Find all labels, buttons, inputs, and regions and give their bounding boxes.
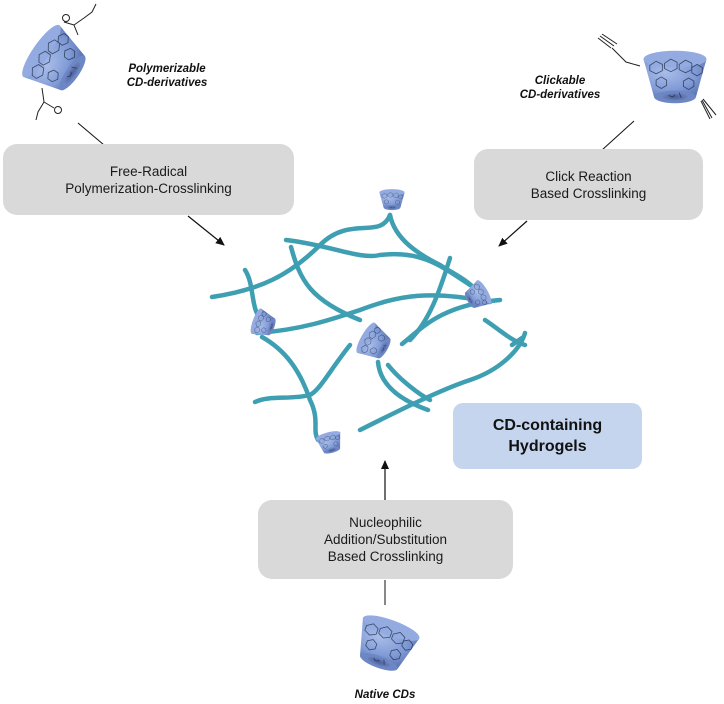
box-line: CD-containing [492, 417, 603, 434]
box-line: Click Reaction [545, 168, 632, 184]
box-line: Nucleophilic [349, 515, 422, 530]
product-box-hydrogels: CD-containing Hydrogels [453, 403, 642, 469]
precursor-label-polymerizable: Polymerizable CD-derivatives [112, 62, 222, 90]
label-line: Clickable [534, 75, 586, 87]
precursor-label-clickable: Clickable CD-derivatives [510, 74, 610, 102]
box-line: Addition/Substitution [323, 532, 448, 547]
arrow-free-radical [187, 215, 225, 246]
method-box-free-radical: Free-Radical Polymerization-Crosslinking [3, 144, 294, 215]
label-line: CD-derivatives [126, 77, 208, 89]
connector-line [77, 122, 105, 146]
network-cd-node [379, 188, 405, 211]
hydrogel-network-icon [209, 212, 528, 443]
method-box-nucleophilic: Nucleophilic Addition/Substitution Based… [258, 500, 513, 579]
alkyne-cyclodextrin-icon [597, 33, 717, 120]
network-cd-node [353, 320, 396, 366]
label-line: Polymerizable [128, 63, 206, 75]
arrow-click [498, 220, 528, 247]
box-line: Polymerization-Crosslinking [65, 180, 232, 196]
connector-line [601, 120, 635, 151]
box-line: Based Crosslinking [530, 185, 647, 201]
label-line: CD-derivatives [519, 89, 601, 101]
method-box-click: Click Reaction Based Crosslinking [474, 149, 703, 220]
box-line: Hydrogels [508, 438, 587, 455]
precursor-label-native: Native CDs [325, 688, 445, 702]
network-cd-node [314, 429, 345, 457]
box-line: Free-Radical [109, 163, 188, 179]
native-cyclodextrin-icon [348, 609, 423, 679]
label-line: Native CDs [354, 689, 416, 701]
acrylated-cyclodextrin-icon [16, 3, 97, 121]
box-line: Based Crosslinking [327, 549, 444, 564]
